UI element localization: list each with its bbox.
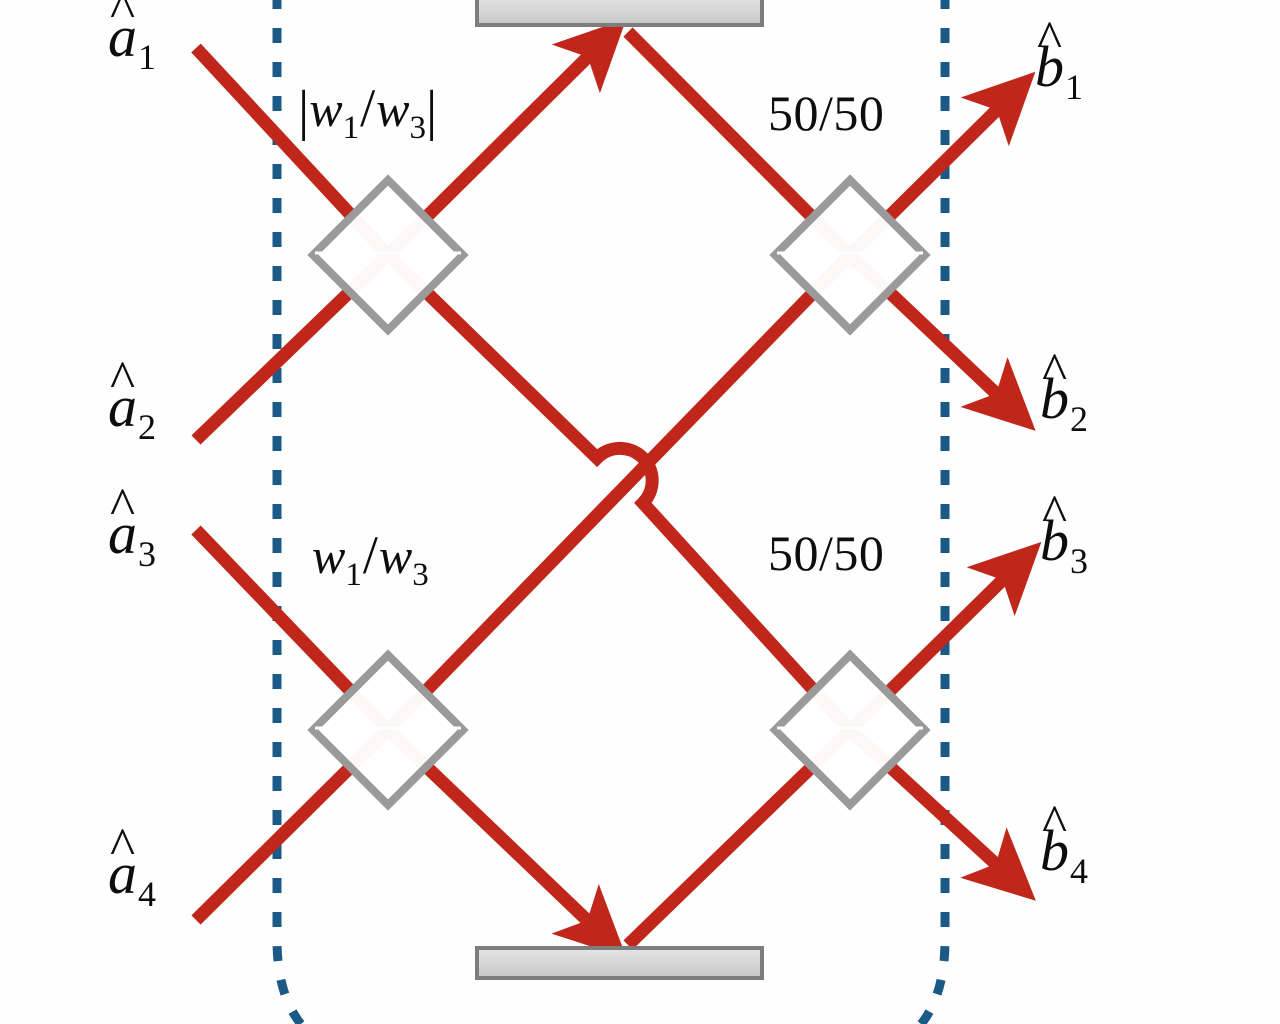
output-sub-b2: 2 [1070, 399, 1088, 439]
bs3-numerator-sub: 1 [345, 557, 362, 593]
beam-paths [191, 18, 1042, 958]
input-label-a3: ^a3 [108, 480, 156, 572]
hat-accent-a1: ^ [109, 0, 136, 40]
mirror-bottom [475, 946, 764, 980]
bs3-denominator-sub: 3 [412, 557, 429, 593]
beamsplitter-label-bs4: 50/50 [768, 525, 885, 581]
hat-accent-b3: ^ [1041, 483, 1068, 544]
abs-bar-close: | [425, 80, 438, 142]
beamsplitter-label-bs2: 50/50 [768, 85, 885, 141]
beamsplitter-label-bs3: w1/w3 [312, 525, 429, 592]
beam-bs1-to-bs4-hopped [383, 250, 855, 735]
output-sub-b1: 1 [1065, 67, 1083, 107]
ratio-slash: / [362, 525, 378, 585]
bs3-numerator: w [312, 528, 346, 584]
output-label-b3: ^b3 [1040, 487, 1088, 579]
input-sub-a1: 1 [138, 37, 156, 77]
bs1-denominator: w [376, 81, 410, 137]
mirrors [475, 0, 764, 980]
beamsplitter-label-bs1: |w1/w3| [298, 78, 437, 145]
output-var-b1: b [1035, 34, 1064, 99]
output-label-b1: ^b1 [1035, 13, 1083, 105]
hat-accent-b2: ^ [1041, 341, 1068, 402]
beamsplitter-bs1 [307, 174, 469, 336]
bs1-numerator: w [309, 81, 343, 137]
input-label-a1: ^a1 [108, 0, 156, 75]
device-boundary [272, 0, 950, 1024]
beam-bs3-to-bs2 [383, 250, 855, 735]
output-label-b2: ^b2 [1040, 345, 1088, 437]
output-var-b3: b [1040, 508, 1069, 573]
output-sub-b4: 4 [1070, 851, 1088, 891]
input-var-a1: a [108, 4, 137, 69]
beamsplitters [307, 174, 931, 811]
input-label-a2: ^a2 [108, 353, 156, 445]
abs-bar-open: | [298, 80, 310, 142]
beamsplitter-bs4 [769, 649, 931, 811]
input-var-a4: a [108, 841, 137, 906]
input-sub-a3: 3 [138, 534, 156, 574]
bs1-numerator-sub: 1 [342, 110, 360, 146]
input-var-a3: a [108, 501, 137, 566]
input-sub-a4: 4 [138, 874, 156, 914]
beamsplitter-bs3 [307, 649, 469, 811]
output-var-b4: b [1040, 818, 1069, 883]
ratio-slash: / [360, 78, 376, 138]
input-var-a2: a [108, 374, 137, 439]
input-label-a4: ^a4 [108, 820, 156, 912]
mirror-top [475, 0, 764, 27]
hat-accent-b1: ^ [1036, 9, 1063, 70]
output-var-b2: b [1040, 366, 1069, 431]
output-label-b4: ^b4 [1040, 797, 1088, 889]
input-sub-a2: 2 [138, 407, 156, 447]
bs3-denominator: w [378, 528, 413, 584]
output-sub-b3: 3 [1070, 541, 1088, 581]
hat-accent-b4: ^ [1041, 793, 1068, 854]
hat-accent-a3: ^ [109, 476, 136, 537]
hat-accent-a4: ^ [109, 816, 136, 877]
beamsplitter-bs2 [769, 174, 931, 336]
bs1-denominator-sub: 3 [409, 110, 426, 146]
hat-accent-a2: ^ [109, 349, 136, 410]
